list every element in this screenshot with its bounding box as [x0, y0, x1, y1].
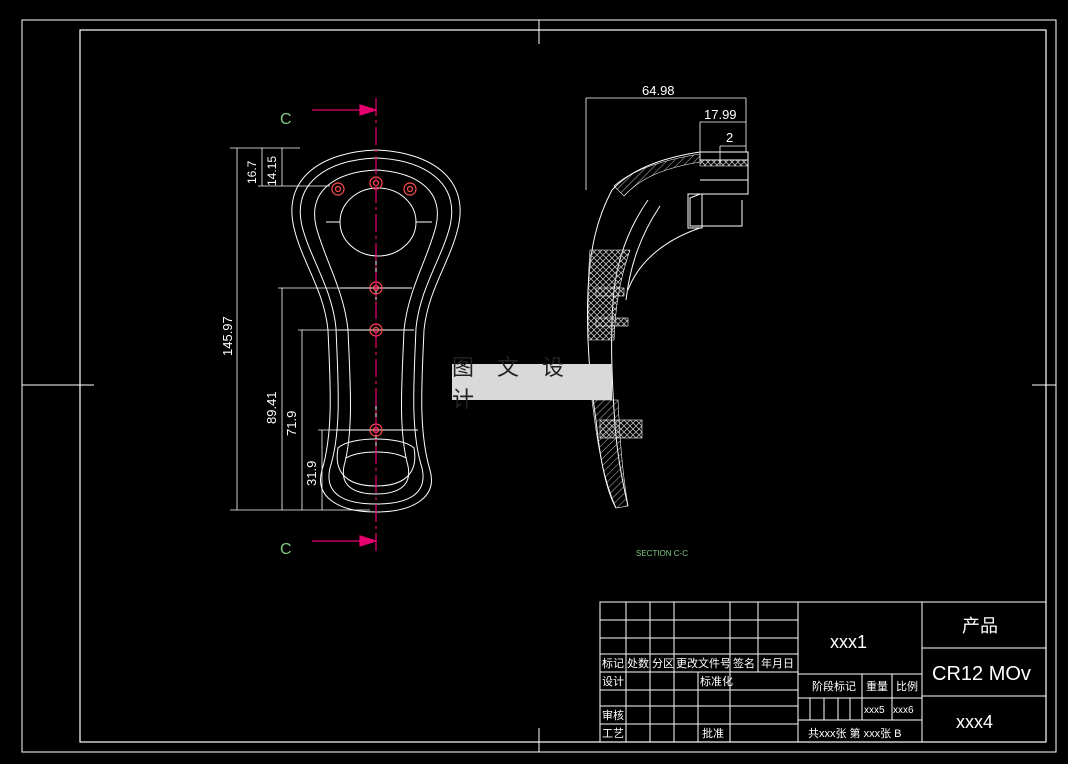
title-block-grid — [599, 601, 1047, 743]
section-line-c — [312, 98, 379, 552]
tb-process: 工艺 — [602, 727, 624, 740]
tb-weight: 重量 — [866, 679, 888, 693]
front-dimension-lines — [230, 147, 370, 511]
tb-approve: 批准 — [702, 726, 724, 740]
tb-header-date: 年月日 — [761, 656, 794, 670]
watermark-stamp: 图 文 设 计 — [452, 356, 612, 413]
front-view-holes — [331, 176, 417, 437]
section-letter-bottom: C — [280, 541, 292, 558]
dim-64-98: 64.98 — [642, 83, 675, 98]
tb-scale: 比例 — [896, 679, 918, 693]
tb-product-label: 产品 — [962, 616, 998, 636]
dim-89-41: 89.41 — [264, 391, 279, 424]
tb-part-no: xxx1 — [830, 632, 867, 652]
tb-sheet-info: 共xxx张 第 xxx张 B — [808, 726, 902, 740]
tb-scale-value: xxx6 — [893, 705, 914, 716]
dim-31-9: 31.9 — [304, 461, 319, 486]
section-letter-top: C — [280, 111, 292, 128]
section-caption: SECTION C-C — [636, 549, 688, 558]
tb-material: CR12 MOv — [932, 663, 1031, 685]
dim-14-15: 14.15 — [265, 156, 279, 186]
dim-145-97: 145.97 — [220, 316, 235, 356]
tb-header-change-doc: 更改文件号 — [676, 656, 731, 670]
tb-header-sign: 签名 — [733, 656, 755, 670]
tb-design: 设计 — [602, 675, 624, 688]
tb-drawing-no: xxx4 — [956, 712, 993, 732]
tb-standardize: 标准化 — [700, 674, 733, 688]
dim-71-9: 71.9 — [284, 411, 299, 436]
section-dimension-lines — [585, 97, 747, 190]
tb-review: 审核 — [602, 708, 624, 722]
tb-stage-mark: 阶段标记 — [812, 679, 856, 693]
section-hatch — [587, 153, 749, 509]
drawing-frame — [21, 19, 1057, 753]
dim-16-7: 16.7 — [245, 160, 259, 184]
tb-header-mark: 标记 — [602, 656, 624, 670]
tb-header-zone: 分区 — [652, 657, 674, 670]
dim-17-99: 17.99 — [704, 107, 737, 122]
dim-2: 2 — [726, 130, 733, 145]
tb-weight-value: xxx5 — [864, 705, 885, 716]
tb-header-count: 处数 — [627, 657, 649, 670]
